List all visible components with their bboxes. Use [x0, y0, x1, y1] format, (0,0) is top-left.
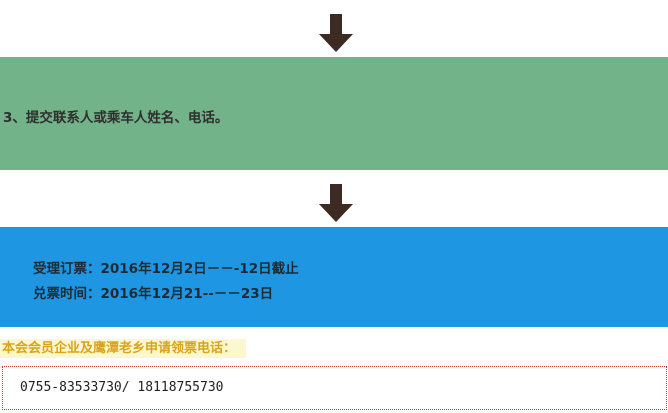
booking-period-text: 受理订票：2016年12月2日－－-12日截止 [33, 261, 299, 277]
booking-panel: 受理订票：2016年12月2日－－-12日截止 兑票时间：2016年12月21-… [0, 227, 668, 327]
apply-phone-title: 本会会员企业及鹰潭老乡申请领票电话： [0, 339, 247, 358]
arrow-down-icon [319, 14, 353, 52]
arrow-down-icon [319, 184, 353, 222]
step3-text: 3、提交联系人或乘车人姓名、电话。 [3, 110, 229, 126]
phone-box: 0755-83533730/ 18118755730 [2, 366, 667, 410]
redeem-period-text: 兑票时间：2016年12月21--－－23日 [33, 286, 274, 302]
phone-numbers: 0755-83533730/ 18118755730 [20, 380, 224, 395]
step3-panel: 3、提交联系人或乘车人姓名、电话。 [0, 57, 668, 170]
